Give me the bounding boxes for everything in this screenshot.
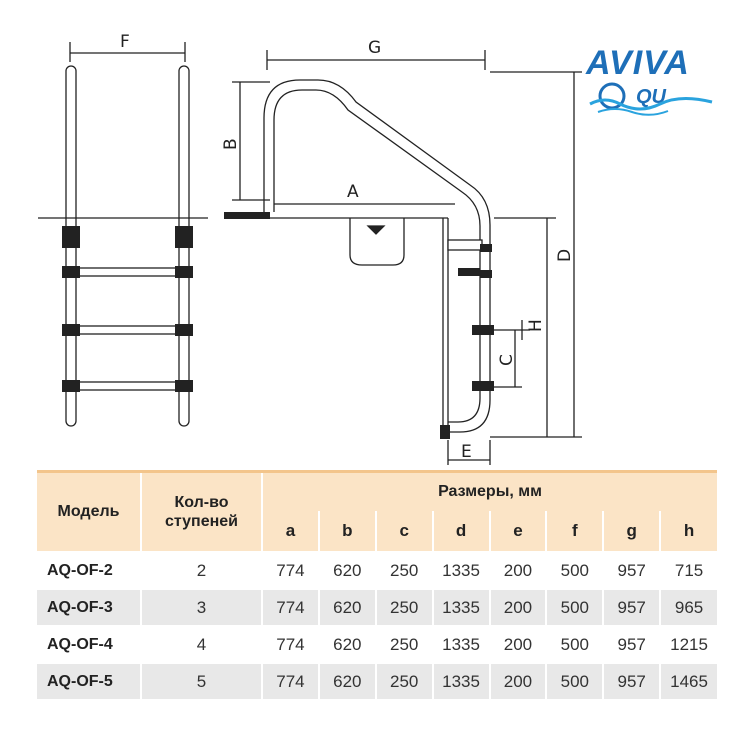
header-col-c: c — [374, 511, 433, 552]
cell-dim-b: 620 — [317, 625, 376, 663]
cell-dim-f: 500 — [545, 625, 604, 663]
header-col-e: e — [488, 511, 547, 552]
cell-steps: 5 — [140, 662, 262, 699]
cell-dim-e: 200 — [488, 662, 547, 699]
cell-dim-b: 620 — [317, 588, 376, 626]
cell-model: AQ-OF-2 — [37, 551, 141, 589]
dim-label-d: D — [555, 249, 575, 262]
front-view — [38, 42, 208, 427]
header-col-h: h — [659, 511, 717, 552]
cell-dim-c: 250 — [374, 662, 433, 699]
cell-dim-g: 957 — [602, 588, 661, 626]
dim-label-g: G — [368, 38, 381, 58]
cell-dim-f: 500 — [545, 551, 604, 589]
cell-model: AQ-OF-4 — [37, 625, 141, 663]
cell-model: AQ-OF-3 — [37, 588, 141, 626]
dim-label-c: C — [497, 354, 517, 366]
dim-label-f: F — [120, 32, 130, 52]
cell-model: AQ-OF-5 — [37, 662, 141, 699]
dim-label-e: E — [461, 442, 472, 462]
ladder-technical-drawing: F — [38, 32, 713, 465]
cell-dim-d: 1335 — [431, 625, 490, 663]
cell-dim-h: 715 — [659, 551, 717, 589]
cell-dim-g: 957 — [602, 662, 661, 699]
logo-text-bottom: QU — [636, 86, 667, 108]
header-col-b: b — [317, 511, 376, 552]
aviva-aqua-logo-icon: AVIVA QU — [585, 44, 713, 116]
cell-dim-c: 250 — [374, 625, 433, 663]
header-steps: Кол-во ступеней — [140, 470, 262, 552]
cell-dim-e: 200 — [488, 588, 547, 626]
dim-label-a: A — [347, 182, 359, 202]
header-col-g: g — [602, 511, 661, 552]
cell-dim-a: 774 — [261, 588, 319, 626]
cell-steps: 4 — [140, 625, 262, 663]
cell-dim-d: 1335 — [431, 662, 490, 699]
dim-label-b: B — [221, 138, 241, 150]
cell-dim-c: 250 — [374, 551, 433, 589]
header-model: Модель — [37, 470, 141, 552]
cell-dim-e: 200 — [488, 625, 547, 663]
cell-dim-b: 620 — [317, 551, 376, 589]
logo-text-top: AVIVA — [585, 44, 690, 82]
cell-dim-a: 774 — [261, 625, 319, 663]
cell-steps: 2 — [140, 551, 262, 589]
header-col-f: f — [545, 511, 604, 552]
header-col-a: a — [261, 511, 319, 552]
cell-dim-g: 957 — [602, 551, 661, 589]
side-view — [224, 50, 582, 465]
cell-dim-h: 1465 — [659, 662, 717, 699]
cell-dim-h: 1215 — [659, 625, 717, 663]
cell-dim-c: 250 — [374, 588, 433, 626]
cell-dim-d: 1335 — [431, 588, 490, 626]
cell-dim-a: 774 — [261, 662, 319, 699]
cell-dim-g: 957 — [602, 625, 661, 663]
cell-dim-a: 774 — [261, 551, 319, 589]
cell-dim-e: 200 — [488, 551, 547, 589]
cell-dim-f: 500 — [545, 662, 604, 699]
header-dimensions: Размеры, мм — [261, 470, 717, 511]
cell-steps: 3 — [140, 588, 262, 626]
cell-dim-f: 500 — [545, 588, 604, 626]
dim-label-h: H — [526, 319, 546, 332]
cell-dim-d: 1335 — [431, 551, 490, 589]
cell-dim-b: 620 — [317, 662, 376, 699]
cell-dim-h: 965 — [659, 588, 717, 626]
header-col-d: d — [431, 511, 490, 552]
